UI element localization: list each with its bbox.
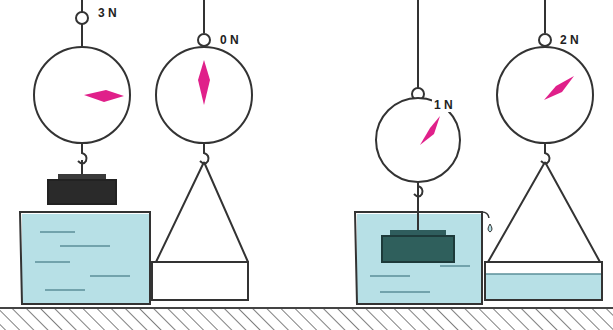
hanging-strings xyxy=(82,0,545,88)
spring-scale xyxy=(376,88,460,197)
metal-block xyxy=(48,174,116,204)
spring-scale xyxy=(34,12,130,176)
overflow-beaker xyxy=(355,180,492,304)
spring-scale xyxy=(485,34,602,300)
overflow-beaker xyxy=(20,212,150,304)
scale-reading: 2 N xyxy=(558,33,581,47)
floor-line xyxy=(0,307,613,309)
scale-reading: 0 N xyxy=(218,33,241,47)
spring-scale xyxy=(152,34,252,300)
scale-reading: 1 N xyxy=(432,98,455,112)
floor-hatch xyxy=(0,308,613,330)
scale-reading: 3 N xyxy=(96,6,119,20)
